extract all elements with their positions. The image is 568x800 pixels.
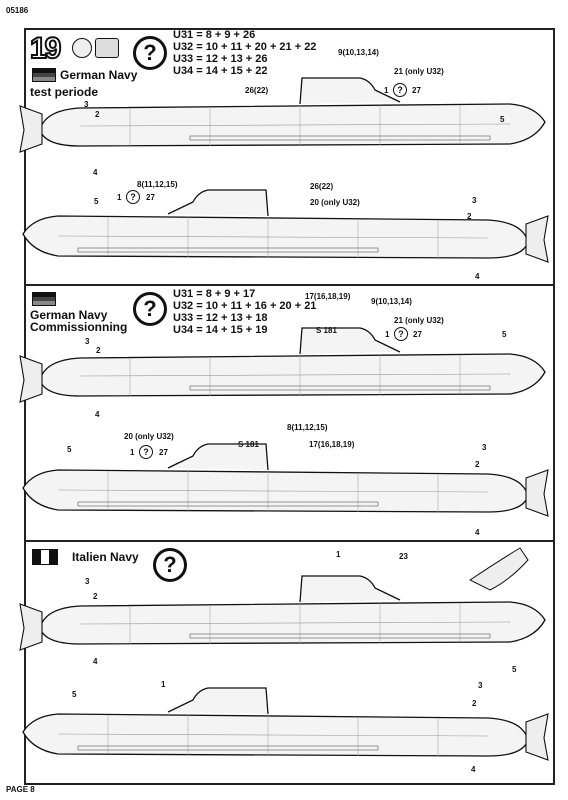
callout-label: 4 — [475, 528, 480, 537]
question-icon: ? — [139, 445, 153, 459]
callout-label: 5 — [500, 115, 505, 124]
callout-label: 9(10,13,14) — [371, 297, 412, 306]
callout-label: 26(22) — [310, 182, 334, 191]
question-icon: ? — [133, 292, 167, 326]
formula-u32: U32 = 10 + 11 + 20 + 21 + 22 — [173, 41, 317, 53]
callout-label: 1 — [384, 86, 389, 95]
callout-label: 1 — [336, 550, 341, 559]
page-frame — [24, 28, 555, 785]
section-subtitle: test periode — [30, 85, 99, 99]
question-icon: ? — [133, 36, 167, 70]
question-icon: ? — [126, 190, 140, 204]
formula-u31: U31 = 8 + 9 + 17 — [173, 288, 256, 300]
german-flag-icon — [32, 292, 56, 306]
product-code: 05186 — [6, 6, 29, 15]
callout-label: 21 (only U32) — [394, 67, 444, 76]
section-divider — [24, 284, 555, 286]
formula-u33: U33 = 12 + 13 + 26 — [173, 53, 268, 65]
callout-label: 20 (only U32) — [310, 198, 360, 207]
callout-label: 3 — [85, 577, 90, 586]
page-number: PAGE 8 — [6, 785, 35, 794]
callout-label: 4 — [475, 272, 480, 281]
callout-label: 2 — [467, 212, 472, 221]
formula-u33: U33 = 12 + 13 + 18 — [173, 312, 268, 324]
callout-label: 9(10,13,14) — [338, 48, 379, 57]
callout-label: 23 — [399, 552, 408, 561]
callout-label: 8(11,12,15) — [137, 180, 178, 189]
callout-label: 5 — [512, 665, 517, 674]
callout-label: 5 — [72, 690, 77, 699]
formula-u31: U31 = 8 + 9 + 26 — [173, 29, 256, 41]
callout-label: 17(16,18,19) — [309, 440, 355, 449]
callout-label: 3 — [85, 337, 90, 346]
callout-label: 21 (only U32) — [394, 316, 444, 325]
callout-label: 27 — [413, 330, 422, 339]
callout-label: 1 — [385, 330, 390, 339]
callout-label: 4 — [471, 765, 476, 774]
callout-label: 8(11,12,15) — [287, 423, 328, 432]
hull-number: S 181 — [238, 440, 259, 449]
section-divider — [24, 540, 555, 542]
callout-label: 4 — [93, 168, 98, 177]
callout-label: 27 — [412, 86, 421, 95]
question-icon: ? — [394, 327, 408, 341]
callout-label: 2 — [472, 699, 477, 708]
section-title: German Navy — [60, 68, 138, 82]
question-icon: ? — [393, 83, 407, 97]
callout-label: 3 — [472, 196, 477, 205]
paint-swatch-icon — [72, 38, 92, 58]
german-flag-icon — [32, 68, 56, 82]
callout-label: 4 — [93, 657, 98, 666]
callout-label: 3 — [482, 443, 487, 452]
callout-label: 27 — [159, 448, 168, 457]
callout-label: 2 — [93, 592, 98, 601]
callout-label: 1 — [130, 448, 135, 457]
paint-jar-icon — [95, 38, 119, 58]
section-title: German Navy — [30, 308, 108, 322]
callout-label: 20 (only U32) — [124, 432, 174, 441]
callout-label: 2 — [95, 110, 100, 119]
section-title-line2: Commissionning — [30, 320, 128, 334]
hull-number: S 181 — [316, 326, 337, 335]
callout-label: 2 — [475, 460, 480, 469]
formula-u32: U32 = 10 + 11 + 16 + 20 + 21 — [173, 300, 317, 312]
italian-flag-icon — [32, 549, 58, 565]
callout-label: 26(22) — [245, 86, 269, 95]
callout-label: 5 — [67, 445, 72, 454]
callout-label: 5 — [502, 330, 507, 339]
callout-label: 1 — [117, 193, 122, 202]
callout-label: 3 — [84, 100, 89, 109]
formula-u34: U34 = 14 + 15 + 22 — [173, 65, 268, 77]
callout-label: 5 — [94, 197, 99, 206]
question-icon: ? — [153, 548, 187, 582]
step-number: 19 — [29, 32, 62, 65]
callout-label: 4 — [95, 410, 100, 419]
callout-label: 2 — [96, 346, 101, 355]
callout-label: 27 — [146, 193, 155, 202]
callout-label: 17(16,18,19) — [305, 292, 351, 301]
formula-u34: U34 = 14 + 15 + 19 — [173, 324, 268, 336]
callout-label: 1 — [161, 680, 166, 689]
section-title: Italien Navy — [72, 550, 139, 564]
callout-label: 3 — [478, 681, 483, 690]
